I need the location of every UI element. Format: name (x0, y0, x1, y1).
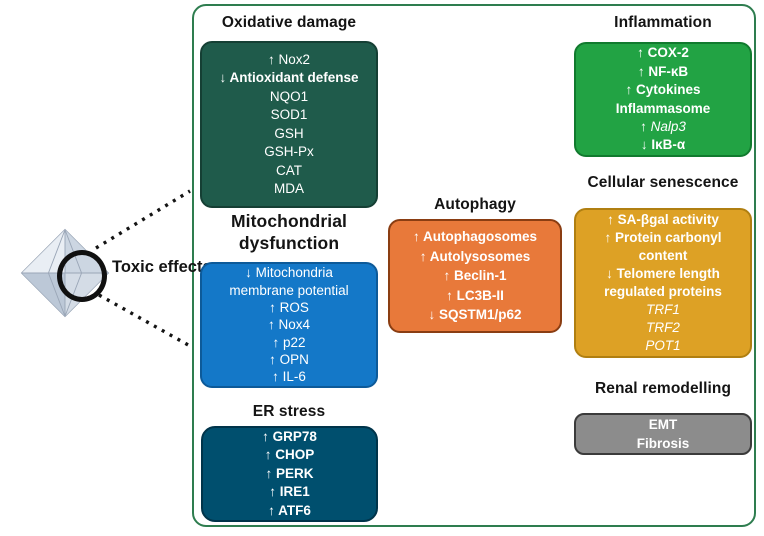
inflammation-box: ↑ COX-2 ↑ NF-κB ↑ Cytokines Inflammasome… (574, 42, 752, 157)
box-line: ↑ SA-βgal activity (607, 211, 719, 227)
box-line: ↑ Beclin-1 (443, 268, 507, 284)
renal-remodelling-title: Renal remodelling (594, 380, 732, 397)
cellular-senescence-title: Cellular senescence (587, 174, 739, 191)
box-line: ↑ Cytokines (625, 82, 701, 98)
box-line: content (638, 247, 688, 263)
box-line: ↑ Protein carbonyl (604, 229, 722, 245)
er-stress-title: ER stress (252, 403, 326, 420)
autophagy-title: Autophagy (434, 196, 516, 213)
box-line: ↑ CHOP (264, 447, 315, 463)
box-line: regulated proteins (604, 284, 722, 299)
box-line: ↑ OPN (269, 351, 309, 367)
box-line: ↑ ATF6 (268, 502, 311, 518)
box-line: GSH-Px (264, 144, 314, 159)
box-line: ↑ ROS (269, 300, 309, 316)
box-line: ↑ COX-2 (637, 45, 689, 61)
box-line: ↓ SQSTM1/p62 (428, 307, 522, 323)
box-line: membrane potential (229, 282, 349, 298)
box-line: ↓ Telomere length (606, 265, 720, 281)
box-line: ↑ IRE1 (269, 484, 310, 500)
box-line: ↑ p22 (272, 334, 306, 350)
box-line: ↓ IκB-α (640, 137, 686, 153)
box-line: ↑ IL-6 (272, 369, 306, 385)
renal-remodelling-box: EMT Fibrosis (574, 413, 752, 455)
box-line: ↓ Mitochondria (245, 265, 333, 281)
box-line: POT1 (645, 338, 681, 354)
mitochondrial-dysfunction-title: Mitochondrial dysfunction (230, 211, 347, 253)
box-line: Inflammasome (615, 100, 711, 116)
box-line: ↑ Nox2 (267, 51, 311, 67)
box-line: ↑ Autolysosomes (419, 248, 531, 264)
mitochondrial-dysfunction-box: ↓ Mitochondria membrane potential ↑ ROS … (200, 262, 378, 388)
autophagy-box: ↑ Autophagosomes ↑ Autolysosomes ↑ Becli… (388, 219, 562, 333)
inflammation-title: Inflammation (614, 14, 712, 31)
dotted-line-lower (98, 293, 191, 348)
cellular-senescence-box: ↑ SA-βgal activity ↑ Protein carbonyl co… (574, 208, 752, 358)
box-line: GSH (274, 125, 304, 141)
box-line: ↑ LC3B-II (446, 287, 504, 303)
toxic-effects-label: Toxic effects (112, 258, 212, 276)
box-line: MDA (274, 181, 304, 196)
box-line: TRF1 (646, 302, 680, 318)
box-line: TRF2 (646, 320, 680, 336)
box-line: ↑ Nox4 (267, 317, 311, 333)
box-line: NQO1 (269, 88, 309, 104)
oxidative-damage-title: Oxidative damage (221, 14, 357, 31)
box-line: ↑ Nalp3 (640, 118, 686, 134)
box-line: ↑ NF-κB (637, 63, 689, 79)
box-line: ↑ Autophagosomes (412, 229, 537, 245)
box-line: ↓ Antioxidant defense (219, 70, 359, 85)
box-line: SOD1 (270, 107, 308, 122)
er-stress-box: ↑ GRP78 ↑ CHOP ↑ PERK ↑ IRE1 ↑ ATF6 (201, 426, 378, 522)
box-line: ↑ GRP78 (262, 428, 317, 444)
box-line: EMT (648, 417, 678, 432)
oxidative-damage-box: ↑ Nox2 ↓ Antioxidant defense NQO1 SOD1 G… (200, 41, 378, 208)
box-line: Fibrosis (636, 436, 690, 451)
box-line: CAT (276, 162, 302, 178)
circle-ring-icon (57, 250, 107, 302)
box-line: ↑ PERK (265, 465, 314, 481)
